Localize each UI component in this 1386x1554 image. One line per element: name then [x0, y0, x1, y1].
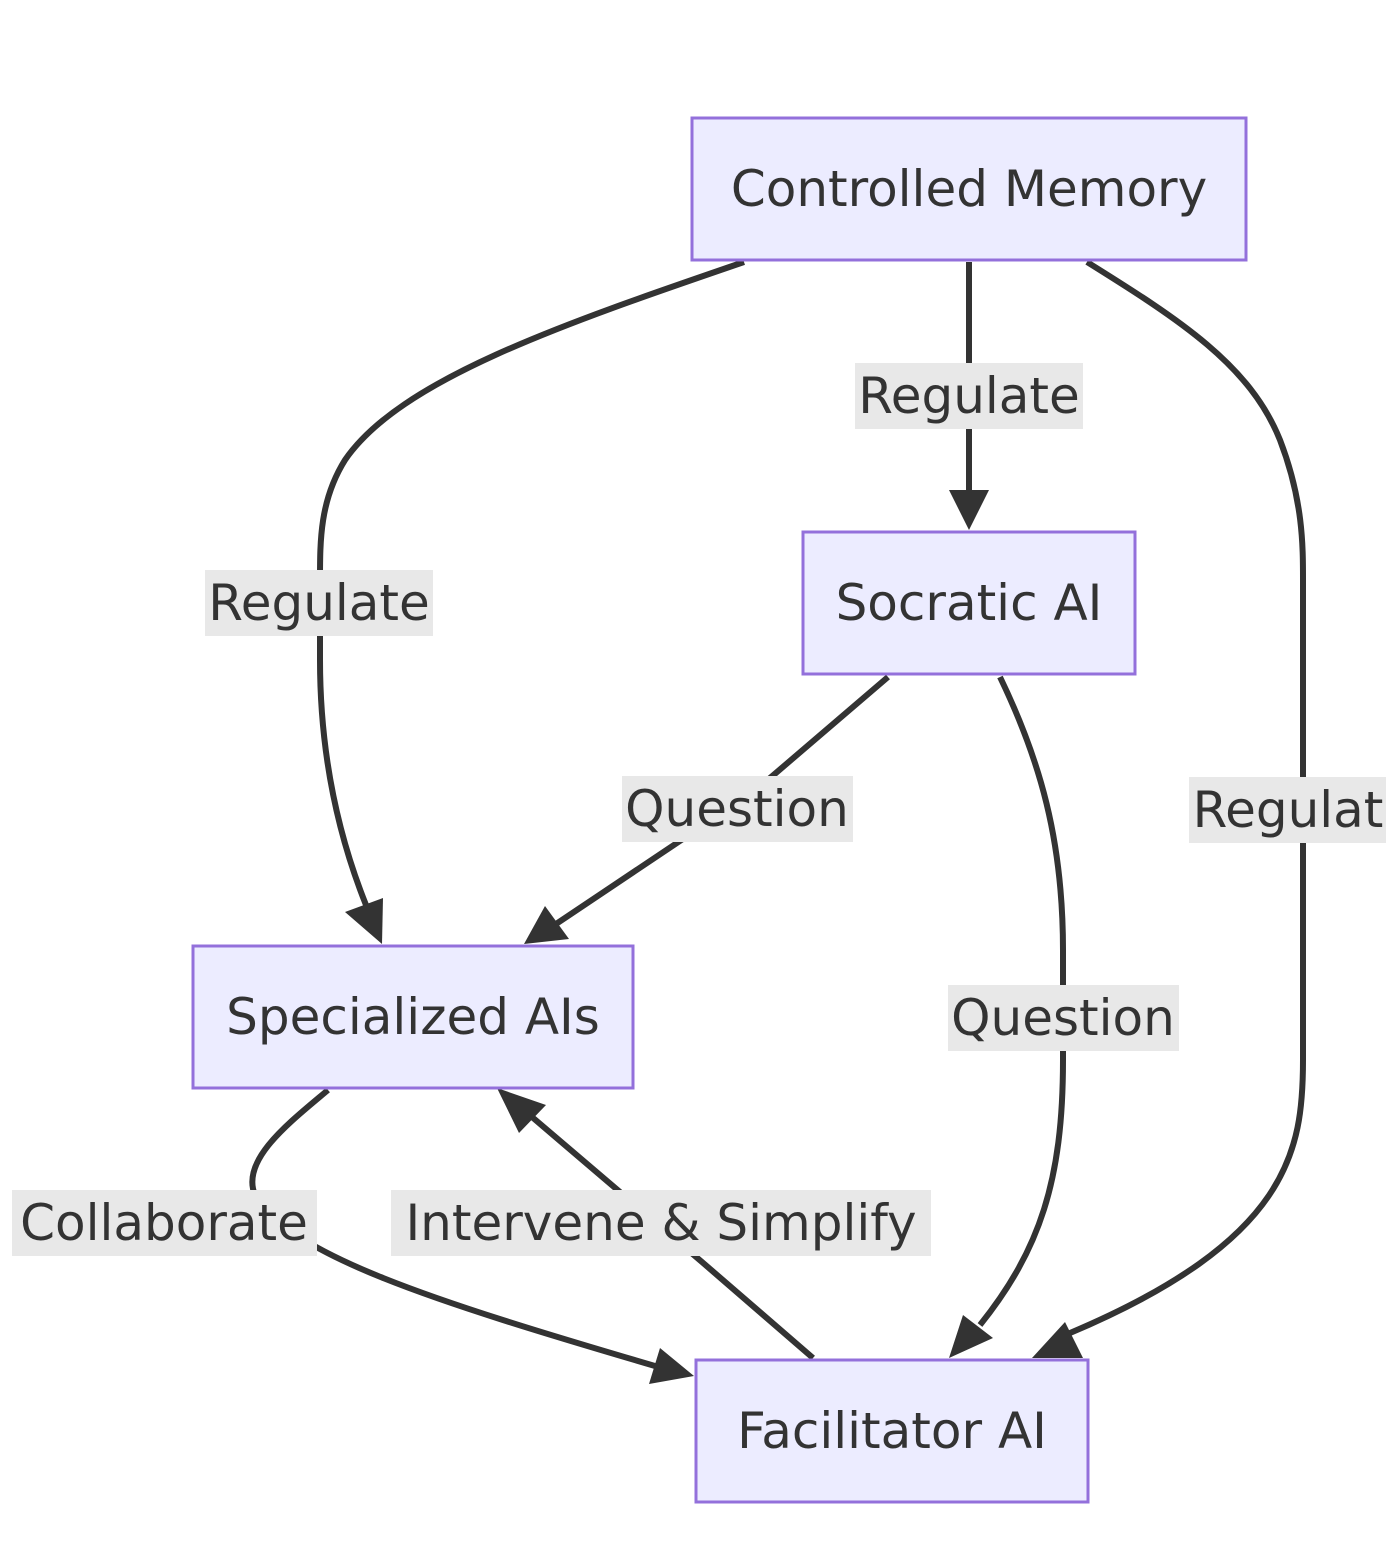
node-specialized-ais: Specialized AIs [191, 944, 635, 1090]
edge-memory-to-specialized [317, 259, 745, 907]
edge-label-bg [391, 1190, 931, 1256]
arrowhead-socratic-to-facilitator [949, 1315, 993, 1358]
arrowhead-memory-to-facilitator [1032, 1322, 1083, 1358]
edge-label-regulate-specialized: Regulate [208, 574, 430, 632]
arrowhead-memory-to-specialized [345, 898, 383, 944]
edge-label-question-facilitator: Question [951, 989, 1175, 1047]
arrowhead-specialized-to-facilitator [649, 1348, 694, 1384]
edge-label-bg [12, 1190, 317, 1256]
node-socratic-ai: Socratic AI [801, 530, 1137, 676]
edge-label-bg [1189, 777, 1386, 843]
arrowhead-socratic-to-specialized [524, 906, 569, 944]
node-label: Socratic AI [836, 574, 1103, 632]
edge-label-regulate-socratic: Regulate [858, 367, 1080, 425]
node-box [694, 1358, 1090, 1504]
edge-memory-to-facilitator [1068, 259, 1306, 1336]
node-facilitator-ai: Facilitator AI [694, 1358, 1090, 1504]
edge-label-question-specialized: Question [625, 780, 849, 838]
edge-label-bg [622, 776, 853, 842]
edge-label-bg [855, 363, 1083, 429]
edge-labels: Regulate Regulate Regulat Question Quest… [12, 363, 1386, 1256]
arrowhead-memory-to-socratic [949, 490, 989, 530]
edge-label-bg [205, 570, 433, 636]
node-label: Facilitator AI [737, 1402, 1047, 1460]
node-box [801, 530, 1137, 676]
node-label: Controlled Memory [731, 160, 1207, 218]
edge-label-regulate-facilitator: Regulat [1193, 781, 1384, 839]
edge-label-bg [948, 985, 1179, 1051]
node-box [690, 116, 1248, 262]
edges [249, 259, 1306, 1384]
node-box [191, 944, 635, 1090]
arrowhead-facilitator-to-specialized [497, 1088, 546, 1133]
edge-facilitator-to-specialized [530, 1114, 815, 1361]
edge-label-collaborate: Collaborate [20, 1194, 308, 1252]
edge-socratic-to-facilitator [977, 675, 1066, 1327]
edge-label-intervene-simplify: Intervene & Simplify [405, 1194, 916, 1252]
node-label: Specialized AIs [226, 988, 600, 1046]
node-controlled-memory: Controlled Memory [690, 116, 1248, 262]
